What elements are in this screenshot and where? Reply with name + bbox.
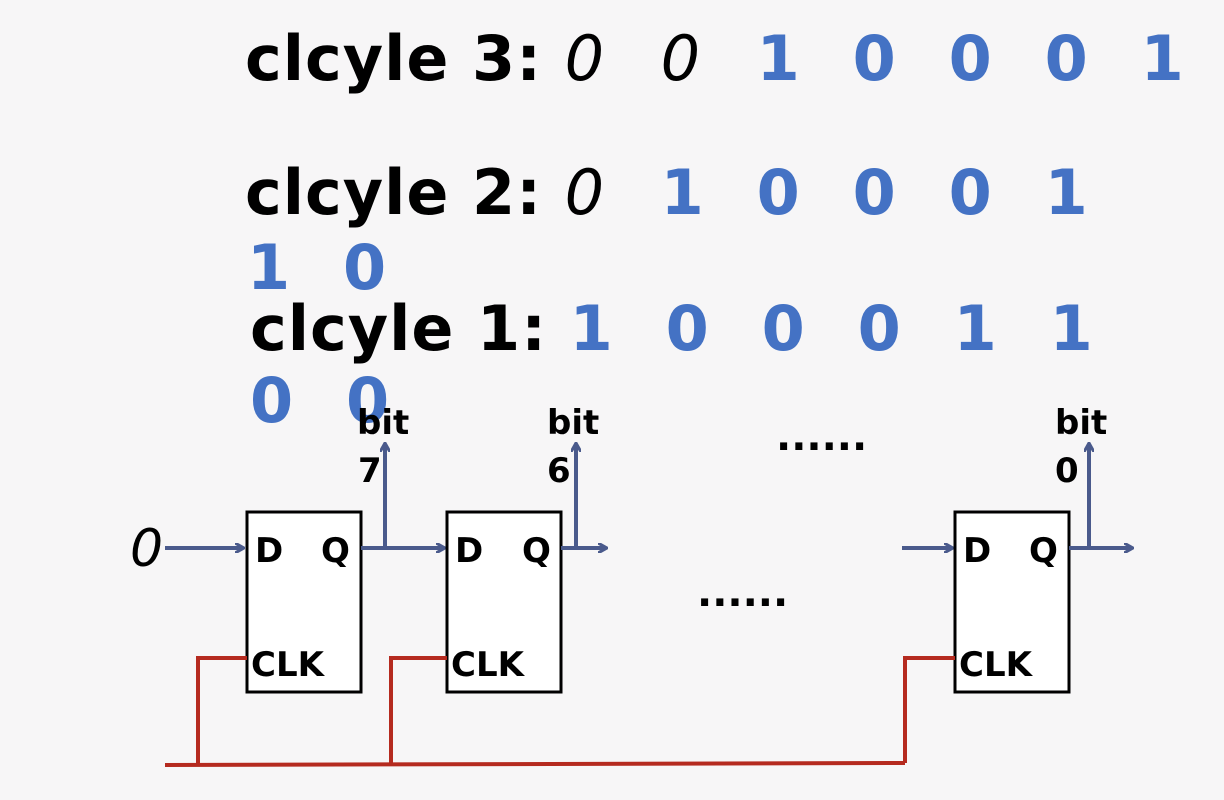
- data-bit: 0: [761, 292, 806, 365]
- bit-7-label-num: 7: [358, 451, 382, 491]
- data-bit: 0: [250, 364, 294, 437]
- shifted-bit: 0: [564, 22, 606, 95]
- clock-to-ff6: [389, 656, 447, 765]
- flipflop-bit-6: D Q CLK: [445, 510, 563, 694]
- data-bit: 0: [1044, 22, 1089, 95]
- ellipsis-middle: ......: [697, 570, 788, 616]
- cycle-2-label: clcyle 2:: [245, 156, 542, 229]
- clock-bus: [164, 761, 906, 767]
- input-value: 0: [130, 519, 163, 579]
- ellipsis-top: ......: [776, 414, 867, 460]
- data-bit: 0: [665, 292, 710, 365]
- data-bit: 1: [1140, 22, 1185, 95]
- ff6-clk-label: CLK: [451, 645, 526, 685]
- cycle-3-bits: 00100011: [565, 22, 1224, 95]
- data-bit: 1: [1044, 156, 1089, 229]
- data-bit: 0: [852, 22, 897, 95]
- data-bit: 1: [569, 292, 614, 365]
- data-bit: 0: [948, 22, 993, 95]
- ff6-q-label: Q: [522, 531, 551, 571]
- data-bit: 0: [948, 156, 993, 229]
- bit-6-label-num: 6: [547, 451, 571, 491]
- data-bit: 1: [953, 292, 998, 365]
- ff7-q-label: Q: [321, 531, 350, 571]
- bit-6-label-word: bit: [547, 403, 599, 443]
- data-bit: 0: [852, 156, 897, 229]
- data-bit: 0: [346, 364, 390, 437]
- bit-0-label-word: bit: [1055, 403, 1107, 443]
- bit-0-label-num: 0: [1055, 451, 1079, 491]
- data-bit: 1: [1049, 292, 1094, 365]
- ff7-d-label: D: [255, 531, 283, 571]
- flipflop-bit-0: D Q CLK: [953, 510, 1071, 694]
- ff6-d-label: D: [455, 531, 483, 571]
- shifted-bit: 0: [564, 156, 606, 229]
- data-bit: 1: [660, 156, 705, 229]
- data-bit: 0: [756, 156, 801, 229]
- data-bit: 1: [756, 22, 801, 95]
- data-bit: 1: [247, 231, 291, 304]
- data-bit: 0: [857, 292, 902, 365]
- shifted-bit: 0: [660, 22, 702, 95]
- flipflop-bit-7: D Q CLK: [245, 510, 363, 694]
- cycle-3-line: clcyle 3: 00100011: [245, 28, 1224, 90]
- ff0-d-label: D: [963, 531, 991, 571]
- cycle-1-label: clcyle 1:: [250, 292, 547, 365]
- clock-wiring: [164, 656, 955, 767]
- bit-7-label-word: bit: [357, 403, 409, 443]
- ff0-clk-label: CLK: [959, 645, 1034, 685]
- data-bit: 0: [343, 231, 387, 304]
- ff0-q-label: Q: [1029, 531, 1058, 571]
- cycle-3-label: clcyle 3:: [245, 22, 542, 95]
- clock-to-ff7: [196, 656, 247, 765]
- clock-to-ff0: [903, 656, 955, 763]
- ff7-clk-label: CLK: [251, 645, 326, 685]
